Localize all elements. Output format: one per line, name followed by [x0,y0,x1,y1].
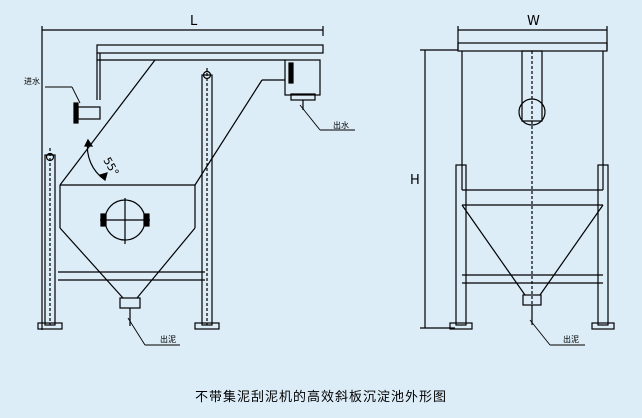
right-foot-plate [194,322,220,330]
drawing-caption: 不带集泥刮泥机的高效斜板沉淀池外形图 [194,390,447,405]
hopper-left [59,227,124,299]
inlet-flange [73,102,79,124]
front-top-channel [457,42,608,52]
front-manhole [518,98,546,126]
manhole-flange-right [143,213,150,227]
sludge-leader-right [529,319,551,346]
angle-arrow-bottom [98,172,108,182]
inlet-leader-diagonal [71,86,81,104]
front-left-foot [449,322,473,330]
left-column-bolt [45,152,55,162]
right-slant [194,79,263,186]
left-foot-plate [37,322,63,330]
outlet-water-label: 出水 [333,120,349,130]
right-column-bolt [202,70,212,80]
front-hopper-left [461,204,526,296]
inlet-pipe [77,106,101,120]
top-channel [96,44,324,54]
hopper-right [136,227,196,299]
sludge-label-right: 出泥 [563,334,579,344]
width-label: W [527,14,540,29]
angle-arrow-top [84,138,94,147]
front-hopper-right [539,204,604,296]
sludge-outlet-flange [119,297,141,309]
slanted-edge [59,59,156,186]
front-right-column [597,164,609,326]
outlet-flange [288,62,294,84]
length-label: L [190,14,198,29]
outlet-box [284,59,321,96]
inlet-label: 进水 [24,76,40,86]
sludge-label-left: 出泥 [160,334,176,344]
height-label: H [410,173,420,188]
outlet-water-leader [299,104,321,131]
front-left-column [455,164,467,326]
sludge-leader-left [127,317,146,346]
side-view: L [24,14,355,346]
front-view: W H 出泥 [410,14,615,346]
front-right-foot [591,322,615,330]
manhole-flange-left [100,213,107,227]
